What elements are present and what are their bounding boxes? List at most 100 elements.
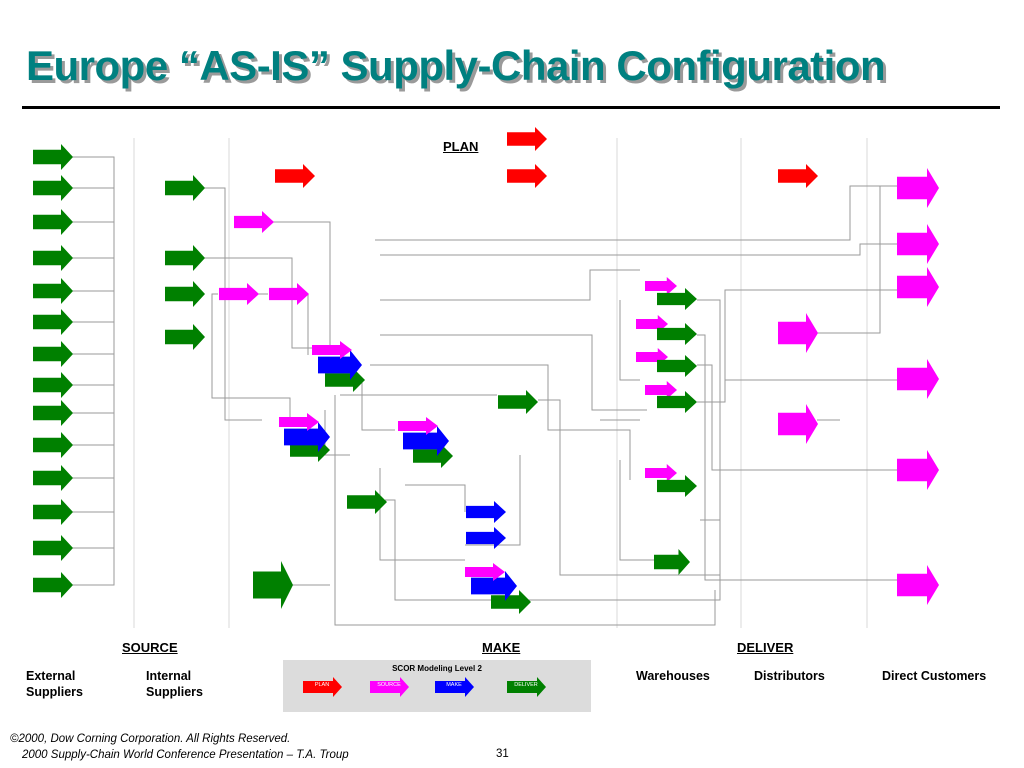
flow-line-1 bbox=[72, 156, 115, 586]
flow-line-39 bbox=[619, 300, 640, 381]
external-line1: External bbox=[26, 669, 76, 683]
external-suppliers-label: External Suppliers bbox=[26, 668, 83, 700]
source-arrow-20 bbox=[234, 211, 274, 233]
deliver-arrow-6 bbox=[33, 309, 73, 335]
copyright-text: 2000, Dow Corning Corporation. All Right… bbox=[18, 733, 291, 745]
deliver-arrow-7 bbox=[33, 341, 73, 367]
deliver-arrow-5 bbox=[33, 278, 73, 304]
external-line2: Suppliers bbox=[26, 685, 83, 699]
flow-line-36 bbox=[697, 364, 897, 471]
make-arrow-35 bbox=[466, 527, 506, 549]
source-arrow-57 bbox=[897, 224, 939, 264]
flow-line-30 bbox=[379, 468, 465, 561]
source-arrow-28 bbox=[279, 413, 319, 431]
deliver-arrow-18 bbox=[165, 324, 205, 350]
deliver-arrow-4 bbox=[33, 245, 73, 271]
legend-source-label: SOURCE bbox=[377, 682, 401, 688]
source-arrow-45 bbox=[645, 381, 677, 399]
flow-line-19 bbox=[203, 187, 262, 421]
source-arrow-25 bbox=[312, 341, 352, 359]
distributors-label: Distributors bbox=[754, 669, 825, 683]
page-title: Europe “AS-IS” Supply-Chain Configuratio… bbox=[26, 42, 886, 89]
column-dividers bbox=[133, 138, 868, 628]
legend-title: SCOR Modeling Level 2 bbox=[392, 664, 482, 673]
deliver-arrow-15 bbox=[165, 175, 205, 201]
source-arrow-58 bbox=[897, 267, 939, 307]
deliver-arrow-14 bbox=[33, 572, 73, 598]
conference-line: 2000 Supply-Chain World Conference Prese… bbox=[22, 749, 349, 761]
copyright-symbol: © bbox=[10, 733, 19, 745]
copyright-line: ©2000, Dow Corning Corporation. All Righ… bbox=[10, 733, 290, 745]
source-label: SOURCE bbox=[122, 640, 178, 655]
deliver-arrow-49 bbox=[654, 549, 690, 575]
flow-lines bbox=[72, 156, 897, 626]
deliver-arrow-32 bbox=[498, 390, 538, 414]
source-arrow-38 bbox=[465, 563, 505, 581]
flow-line-25 bbox=[370, 364, 631, 480]
deliver-label: DELIVER bbox=[737, 640, 794, 655]
flow-line-33 bbox=[538, 399, 720, 576]
deliver-arrow-11 bbox=[33, 465, 73, 491]
flow-line-28 bbox=[334, 395, 716, 626]
deliver-arrow-19 bbox=[253, 561, 293, 609]
deliver-arrow-36 bbox=[491, 590, 531, 614]
deliver-arrow-10 bbox=[33, 432, 73, 458]
direct-customers-label: Direct Customers bbox=[882, 669, 987, 683]
source-arrow-56 bbox=[897, 168, 939, 208]
title-underline bbox=[22, 106, 1000, 109]
flow-line-27 bbox=[324, 410, 350, 456]
flow-line-32 bbox=[465, 455, 521, 546]
make-label: MAKE bbox=[482, 640, 521, 655]
deliver-arrow-3 bbox=[33, 209, 73, 235]
flow-line-22 bbox=[380, 243, 897, 256]
plan-arrow-50 bbox=[275, 164, 315, 188]
deliver-arrow-46 bbox=[657, 391, 697, 413]
process-arrows bbox=[33, 127, 939, 614]
scor-legend: SCOR Modeling Level 2 PLAN SOURCE MAKE D… bbox=[283, 660, 591, 712]
deliver-arrow-13 bbox=[33, 535, 73, 561]
source-arrow-22 bbox=[269, 283, 309, 305]
plan-arrow-53 bbox=[778, 164, 818, 188]
make-arrow-30 bbox=[403, 426, 449, 456]
flow-line-18 bbox=[211, 293, 291, 420]
make-arrow-37 bbox=[471, 571, 517, 601]
flow-line-15 bbox=[203, 257, 312, 349]
warehouses-label: Warehouses bbox=[636, 669, 710, 683]
plan-arrow-51 bbox=[507, 127, 547, 151]
legend-make-label: MAKE bbox=[446, 682, 462, 688]
deliver-arrow-9 bbox=[33, 400, 73, 426]
plan-arrow-52 bbox=[507, 164, 547, 188]
deliver-arrow-29 bbox=[413, 444, 453, 468]
internal-suppliers-label: Internal Suppliers bbox=[146, 668, 203, 700]
source-arrow-55 bbox=[778, 404, 818, 444]
flow-line-37 bbox=[697, 289, 897, 403]
deliver-arrow-12 bbox=[33, 499, 73, 525]
flow-line-29 bbox=[385, 499, 721, 601]
deliver-arrow-17 bbox=[165, 281, 205, 307]
make-arrow-24 bbox=[318, 350, 362, 380]
flow-line-42 bbox=[817, 186, 881, 334]
make-arrow-34 bbox=[466, 501, 506, 523]
deliver-arrow-40 bbox=[657, 288, 697, 310]
deliver-arrow-44 bbox=[657, 355, 697, 377]
deliver-arrow-2 bbox=[33, 175, 73, 201]
deliver-arrow-33 bbox=[347, 490, 387, 514]
make-arrow-27 bbox=[284, 422, 330, 452]
flow-line-21 bbox=[375, 185, 897, 241]
flow-line-31 bbox=[405, 484, 466, 512]
internal-line1: Internal bbox=[146, 669, 192, 683]
source-arrow-61 bbox=[897, 565, 939, 605]
source-arrow-47 bbox=[645, 464, 677, 482]
deliver-arrow-1 bbox=[33, 144, 73, 170]
flow-line-23 bbox=[380, 269, 640, 301]
deliver-arrow-23 bbox=[325, 368, 365, 392]
flow-line-44 bbox=[619, 460, 655, 561]
deliver-arrow-8 bbox=[33, 372, 73, 398]
legend-plan-label: PLAN bbox=[314, 682, 330, 688]
source-arrow-54 bbox=[778, 313, 818, 353]
legend-deliver-label: DELIVER bbox=[514, 682, 538, 688]
internal-line2: Suppliers bbox=[146, 685, 203, 699]
flow-line-34 bbox=[697, 299, 721, 521]
flow-line-14 bbox=[273, 221, 331, 348]
